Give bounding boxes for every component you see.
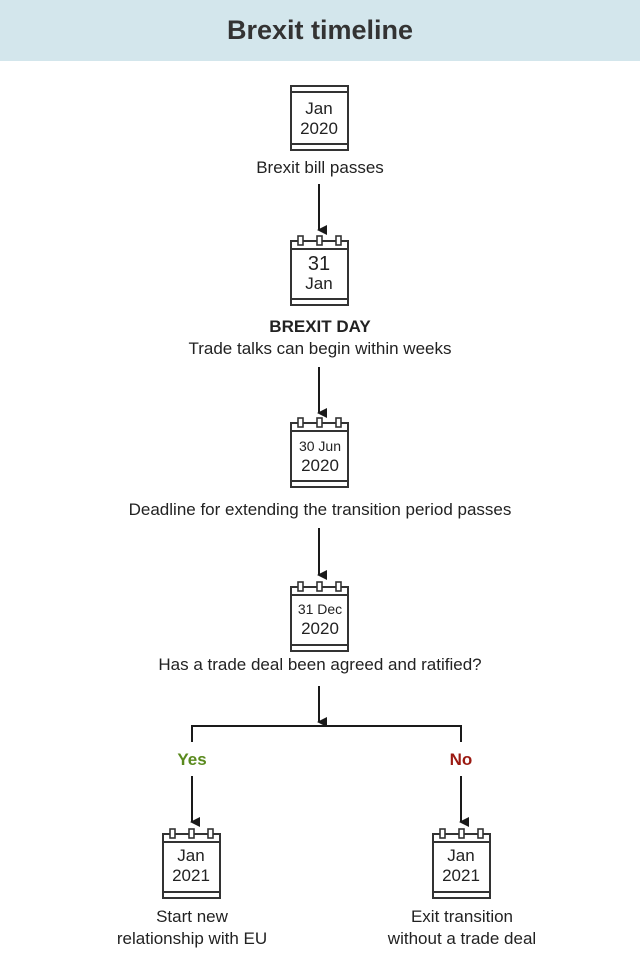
no-label: No xyxy=(449,750,473,769)
calendar-icon xyxy=(162,828,221,899)
calendar-icon xyxy=(290,417,349,488)
date-line-2: Jan xyxy=(305,274,333,293)
caption-line-2: relationship with EU xyxy=(116,929,268,948)
calendar-icon xyxy=(432,828,491,899)
question-caption: Has a trade deal been agreed and ratifie… xyxy=(158,655,482,674)
date-line-1: 31 Dec xyxy=(297,601,343,617)
yes-label: Yes xyxy=(177,750,207,769)
date-line-1: 31 xyxy=(307,253,331,275)
event-date: 31 Dec 2020 xyxy=(290,599,350,639)
event-date: 30 Jun 2020 xyxy=(290,436,350,476)
date-line-1: 30 Jun xyxy=(298,438,342,454)
calendar-icon xyxy=(290,581,349,652)
event-date: Jan 2020 xyxy=(291,99,347,139)
event-caption: Brexit bill passes xyxy=(256,158,384,177)
outcome-caption-yes: Start new relationship with EU xyxy=(92,906,292,950)
calendar-icon xyxy=(290,85,349,151)
header-banner: Brexit timeline xyxy=(0,0,640,61)
event-date: Jan 2021 xyxy=(163,846,219,886)
outcome-caption-no: Exit transition without a trade deal xyxy=(362,906,562,950)
event-date: 31 Jan xyxy=(291,254,347,294)
date-line-2: 2020 xyxy=(301,456,339,475)
date-line-1: Jan xyxy=(447,846,475,865)
event-date: Jan 2021 xyxy=(433,846,489,886)
date-line-2: 2021 xyxy=(442,866,480,885)
page-title: Brexit timeline xyxy=(226,15,414,45)
event-caption-text: Trade talks can begin within weeks xyxy=(188,339,452,358)
date-line-1: Jan xyxy=(305,99,333,118)
caption-line-1: Exit transition xyxy=(410,907,514,926)
caption-line-2: without a trade deal xyxy=(387,929,537,948)
calendar-icon xyxy=(290,235,349,306)
date-line-2: 2021 xyxy=(172,866,210,885)
date-line-2: 2020 xyxy=(300,119,338,138)
caption-line-1: Start new xyxy=(156,907,228,926)
date-line-2: 2020 xyxy=(301,619,339,638)
branch-connector xyxy=(191,725,462,742)
event-caption: BREXIT DAY Trade talks can begin within … xyxy=(0,316,640,360)
date-line-1: Jan xyxy=(177,846,205,865)
event-caption: Deadline for extending the transition pe… xyxy=(128,500,512,519)
brexit-day-heading: BREXIT DAY xyxy=(269,317,371,336)
